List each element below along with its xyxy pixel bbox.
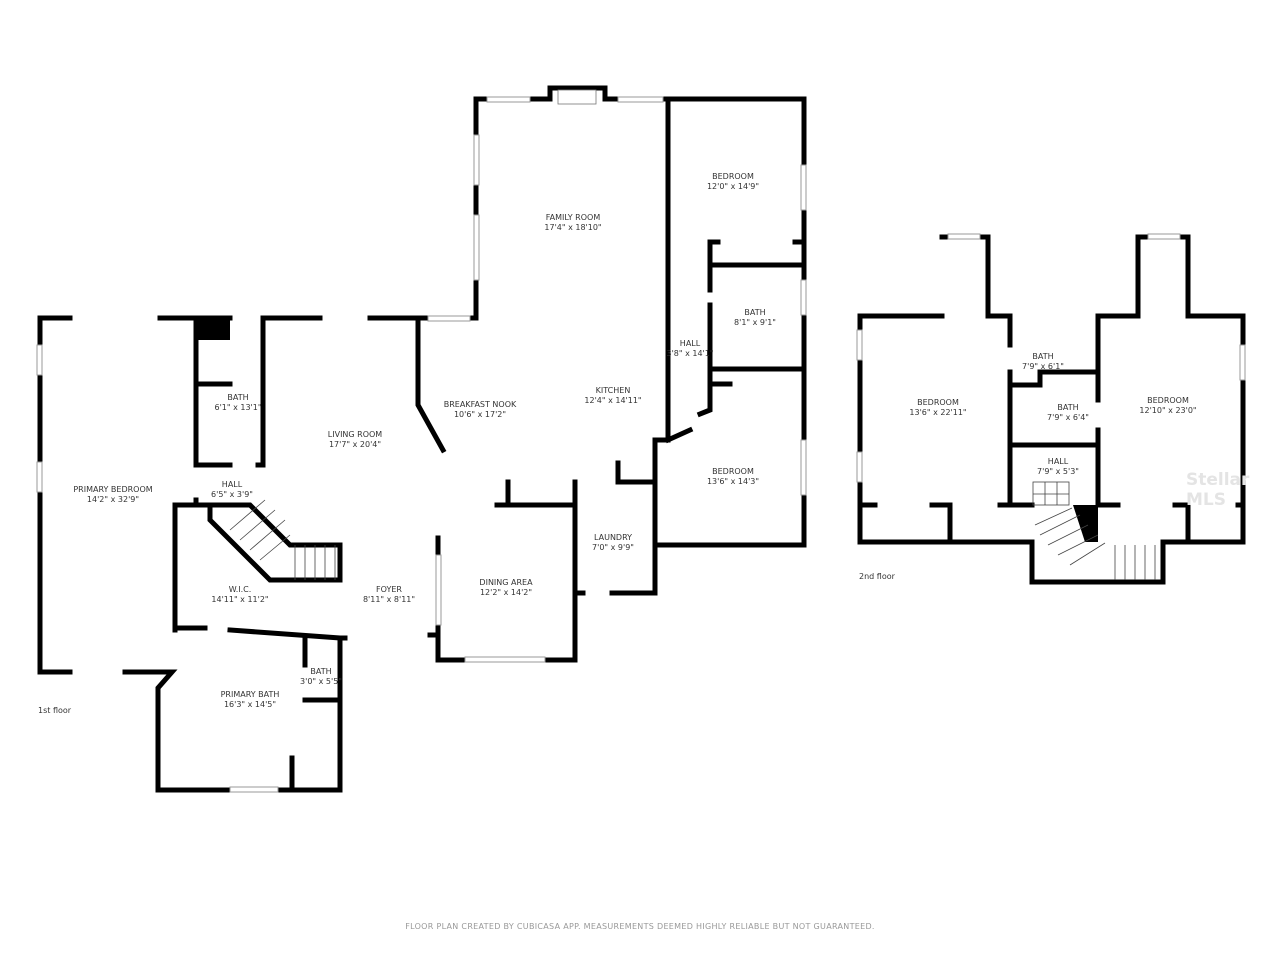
- room-size: 17'4" x 18'10": [544, 223, 602, 232]
- room-name: BATH: [1057, 403, 1079, 412]
- floor-label-2nd: 2nd floor: [859, 572, 895, 581]
- room-size: 12'10" x 23'0": [1139, 406, 1197, 415]
- room-size: 7'9" x 6'1": [1022, 362, 1064, 371]
- room-name: HALL: [1047, 457, 1069, 466]
- room-size: 13'6" x 22'11": [909, 408, 967, 417]
- watermark: Stellar MLS: [1186, 470, 1250, 510]
- room-size: 14'11" x 11'2": [211, 595, 269, 604]
- room-size: 3'8" x 14'1": [666, 349, 714, 358]
- room-name: LIVING ROOM: [327, 430, 383, 439]
- room-name: BREAKFAST NOOK: [443, 400, 517, 409]
- room-size: 7'9" x 5'3": [1037, 467, 1079, 476]
- room-size: 7'9" x 6'4": [1047, 413, 1089, 422]
- room-size: 13'6" x 14'3": [706, 477, 760, 486]
- room-name: BEDROOM: [1147, 396, 1189, 405]
- room-wic: W.I.C.14'11" x 11'2": [211, 585, 268, 605]
- room-name: W.I.C.: [228, 585, 252, 594]
- room-name: PRIMARY BEDROOM: [73, 485, 153, 494]
- room-name: HALL: [221, 480, 243, 489]
- footer-disclaimer: FLOOR PLAN CREATED BY CUBICASA APP. MEAS…: [405, 922, 875, 931]
- room-name: BEDROOM: [712, 172, 754, 181]
- room-size: 8'1" x 9'1": [734, 318, 776, 327]
- room-name: BEDROOM: [917, 398, 959, 407]
- room-name: KITCHEN: [595, 386, 631, 395]
- room-size: 6'1" x 13'1": [214, 403, 262, 412]
- room-size: 14'2" x 32'9": [86, 495, 140, 504]
- room-name: BATH: [310, 667, 332, 676]
- room-name: BATH: [227, 393, 249, 402]
- room-size: 7'0" x 9'9": [592, 543, 634, 552]
- room-size: 8'11" x 8'11": [362, 595, 416, 604]
- room-name: FOYER: [376, 585, 402, 594]
- first-floor-walls: [36, 85, 807, 793]
- room-name: BEDROOM: [712, 467, 754, 476]
- room-size: 16'3" x 14'5": [223, 700, 277, 709]
- room-size: 12'4" x 14'11": [584, 396, 642, 405]
- room-name: LAUNDRY: [593, 533, 633, 542]
- room-size: 12'0" x 14'9": [706, 182, 760, 191]
- room-name: FAMILY ROOM: [545, 213, 601, 222]
- second-floor-walls: [856, 233, 1246, 585]
- room-size: 3'0" x 5'5": [300, 677, 342, 686]
- room-size: 17'7" x 20'4": [328, 440, 382, 449]
- room-size: 6'5" x 3'9": [211, 490, 253, 499]
- room-name: HALL: [679, 339, 701, 348]
- room-name: DINING AREA: [479, 578, 533, 587]
- fireplace: [196, 316, 230, 340]
- room-name: BATH: [1032, 352, 1054, 361]
- room-name: BATH: [744, 308, 766, 317]
- room-size: 10'6" x 17'2": [453, 410, 507, 419]
- room-name: PRIMARY BATH: [220, 690, 280, 699]
- room-size: 12'2" x 14'2": [479, 588, 533, 597]
- floor-label-1st: 1st floor: [38, 706, 72, 715]
